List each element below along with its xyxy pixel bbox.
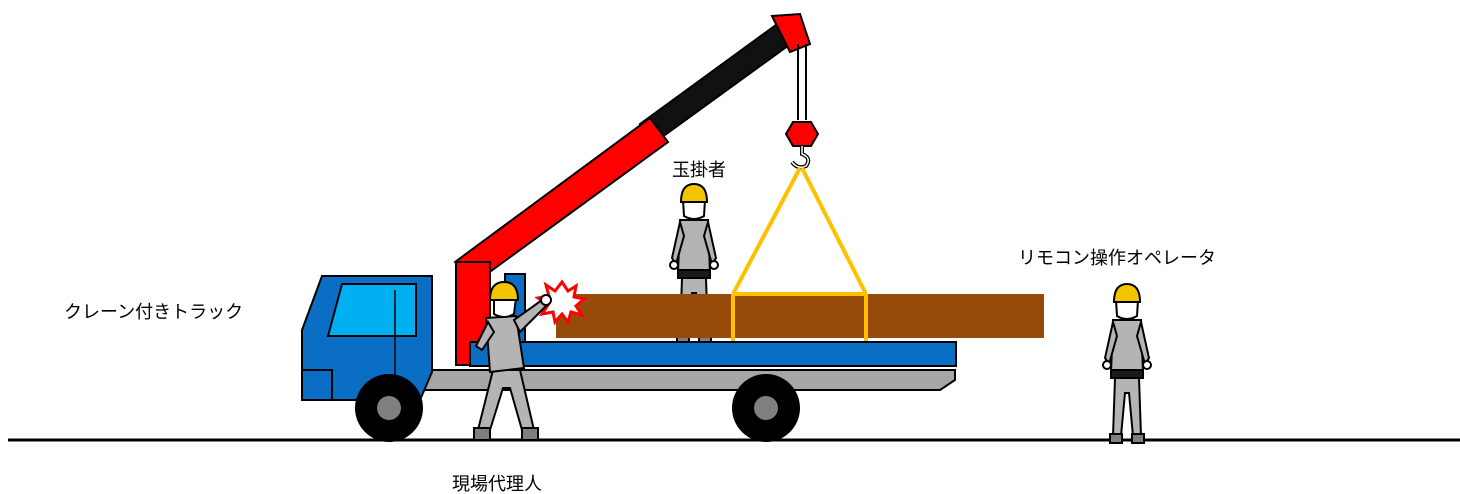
operator-label: リモコン操作オペレータ bbox=[1018, 248, 1216, 269]
crane-hook-icon bbox=[784, 44, 820, 170]
crane-truck bbox=[301, 275, 957, 442]
site-agent-figure bbox=[473, 280, 552, 441]
front-wheel bbox=[355, 374, 423, 442]
site-agent-label: 現場代理人 bbox=[452, 474, 542, 494]
sling-wires bbox=[731, 167, 868, 342]
operator-figure bbox=[1102, 283, 1152, 444]
truck-label: クレーン付きトラック bbox=[64, 302, 243, 323]
load-timber bbox=[556, 294, 1044, 338]
rear-wheel bbox=[732, 374, 800, 442]
slinger-label: 玉掛者 bbox=[672, 160, 726, 181]
